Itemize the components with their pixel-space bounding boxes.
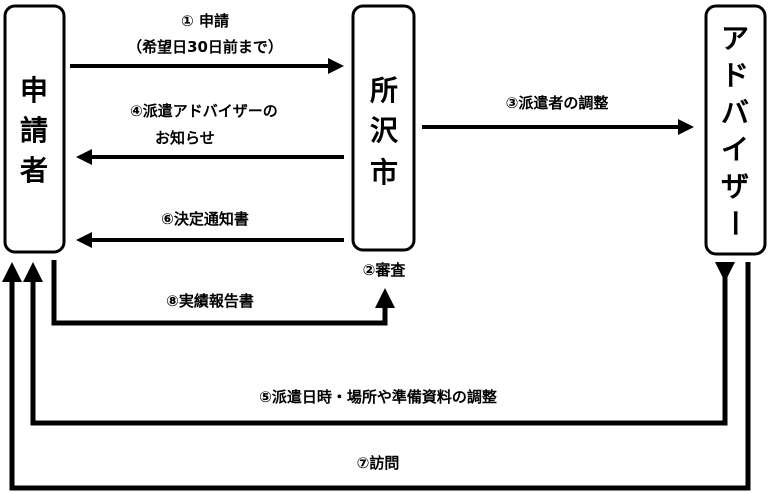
step-7-label: ⑦訪問	[357, 454, 400, 472]
applicant-char: 請	[20, 114, 48, 147]
step-6-label: ⑥決定通知書	[161, 210, 249, 228]
arrow-8-report	[51, 260, 395, 326]
applicant-char: 申	[20, 74, 48, 107]
step-5-label: ⑤派遣日時・場所や準備資料の調整	[259, 388, 497, 406]
advisor-char: ア	[721, 22, 749, 55]
city-char: 沢	[370, 114, 399, 147]
applicant-box: 申 請 者	[3, 4, 66, 254]
step-8-label: ⑧実績報告書	[166, 292, 254, 310]
advisor-char: ド	[721, 59, 749, 92]
city-char: 所	[370, 74, 398, 107]
city-char: 市	[370, 156, 398, 189]
city-box: 所 沢 市	[351, 4, 416, 252]
arrow-5-arrange	[23, 262, 735, 426]
step-2-label: ②審査	[363, 261, 407, 279]
advisor-char: バ	[721, 96, 749, 129]
advisor-char: イ	[721, 133, 749, 166]
advisor-char: ザ	[721, 170, 749, 203]
step-4-label: ④派遣アドバイザーの	[130, 102, 278, 120]
applicant-char: 者	[20, 154, 48, 187]
step-1-label: ① 申請	[181, 12, 229, 30]
step-1-note: （希望日30日前まで）	[127, 38, 283, 56]
advisor-char: ー	[718, 209, 751, 237]
step-4-label-cont: お知らせ	[155, 129, 215, 147]
arrow-7-visit	[2, 262, 751, 491]
step-3-label: ③派遣者の調整	[506, 94, 609, 112]
advisor-box: ア ド バ イ ザ ー	[704, 4, 767, 256]
